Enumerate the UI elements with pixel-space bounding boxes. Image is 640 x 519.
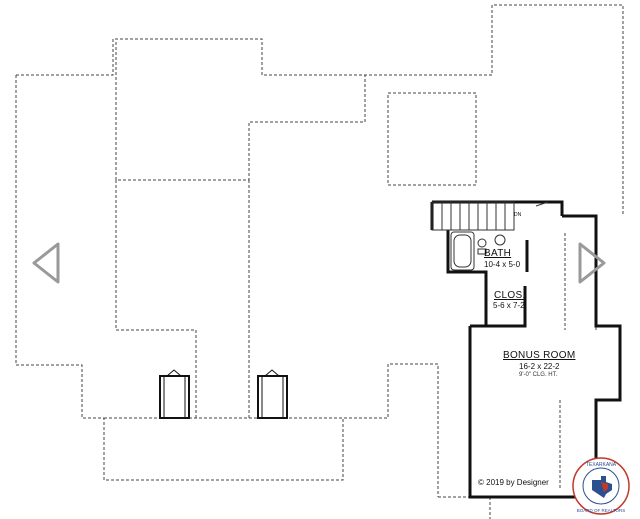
roof-outline <box>16 4 624 216</box>
room-name-closet: CLOS. <box>494 290 526 301</box>
copyright-text: © 2019 by Designer <box>478 478 549 487</box>
bonus-left-wall <box>468 326 598 499</box>
chevron-right-icon <box>578 242 606 284</box>
window-left <box>159 375 190 419</box>
room-dim-bonus: 16-2 x 22-2 <box>519 362 560 371</box>
svg-text:TEXARKANA: TEXARKANA <box>586 462 617 468</box>
toilet <box>477 238 487 248</box>
roof-inner-upper <box>115 42 366 181</box>
previous-image-button[interactable] <box>28 238 64 288</box>
realtor-logo: TEXARKANA BOARD OF REALTORS <box>568 456 634 516</box>
inner-dashed-lines <box>489 233 566 519</box>
room-dim-bath: 10-4 x 5-0 <box>484 260 521 269</box>
room-name-bonus: BONUS ROOM <box>503 350 576 361</box>
roof-inner-middle <box>115 180 197 418</box>
skylight-outline <box>387 92 477 186</box>
next-image-button[interactable] <box>574 238 610 288</box>
window-right <box>257 375 288 419</box>
room-name-bath: BATH <box>484 248 512 259</box>
right-wall <box>594 232 622 497</box>
closet-wall <box>484 272 527 328</box>
room-dim-closet: 5-6 x 7-2 <box>493 301 525 310</box>
right-upper <box>562 214 598 232</box>
chevron-left-icon <box>32 242 60 284</box>
room-ceiling-bonus: 9'-0" CLG. HT. <box>519 372 558 378</box>
bathtub <box>450 231 475 271</box>
roof-outline-left <box>15 75 439 497</box>
sink <box>494 234 506 246</box>
stair-direction-label: DN <box>514 212 522 218</box>
svg-text:BOARD OF REALTORS: BOARD OF REALTORS <box>577 508 626 513</box>
